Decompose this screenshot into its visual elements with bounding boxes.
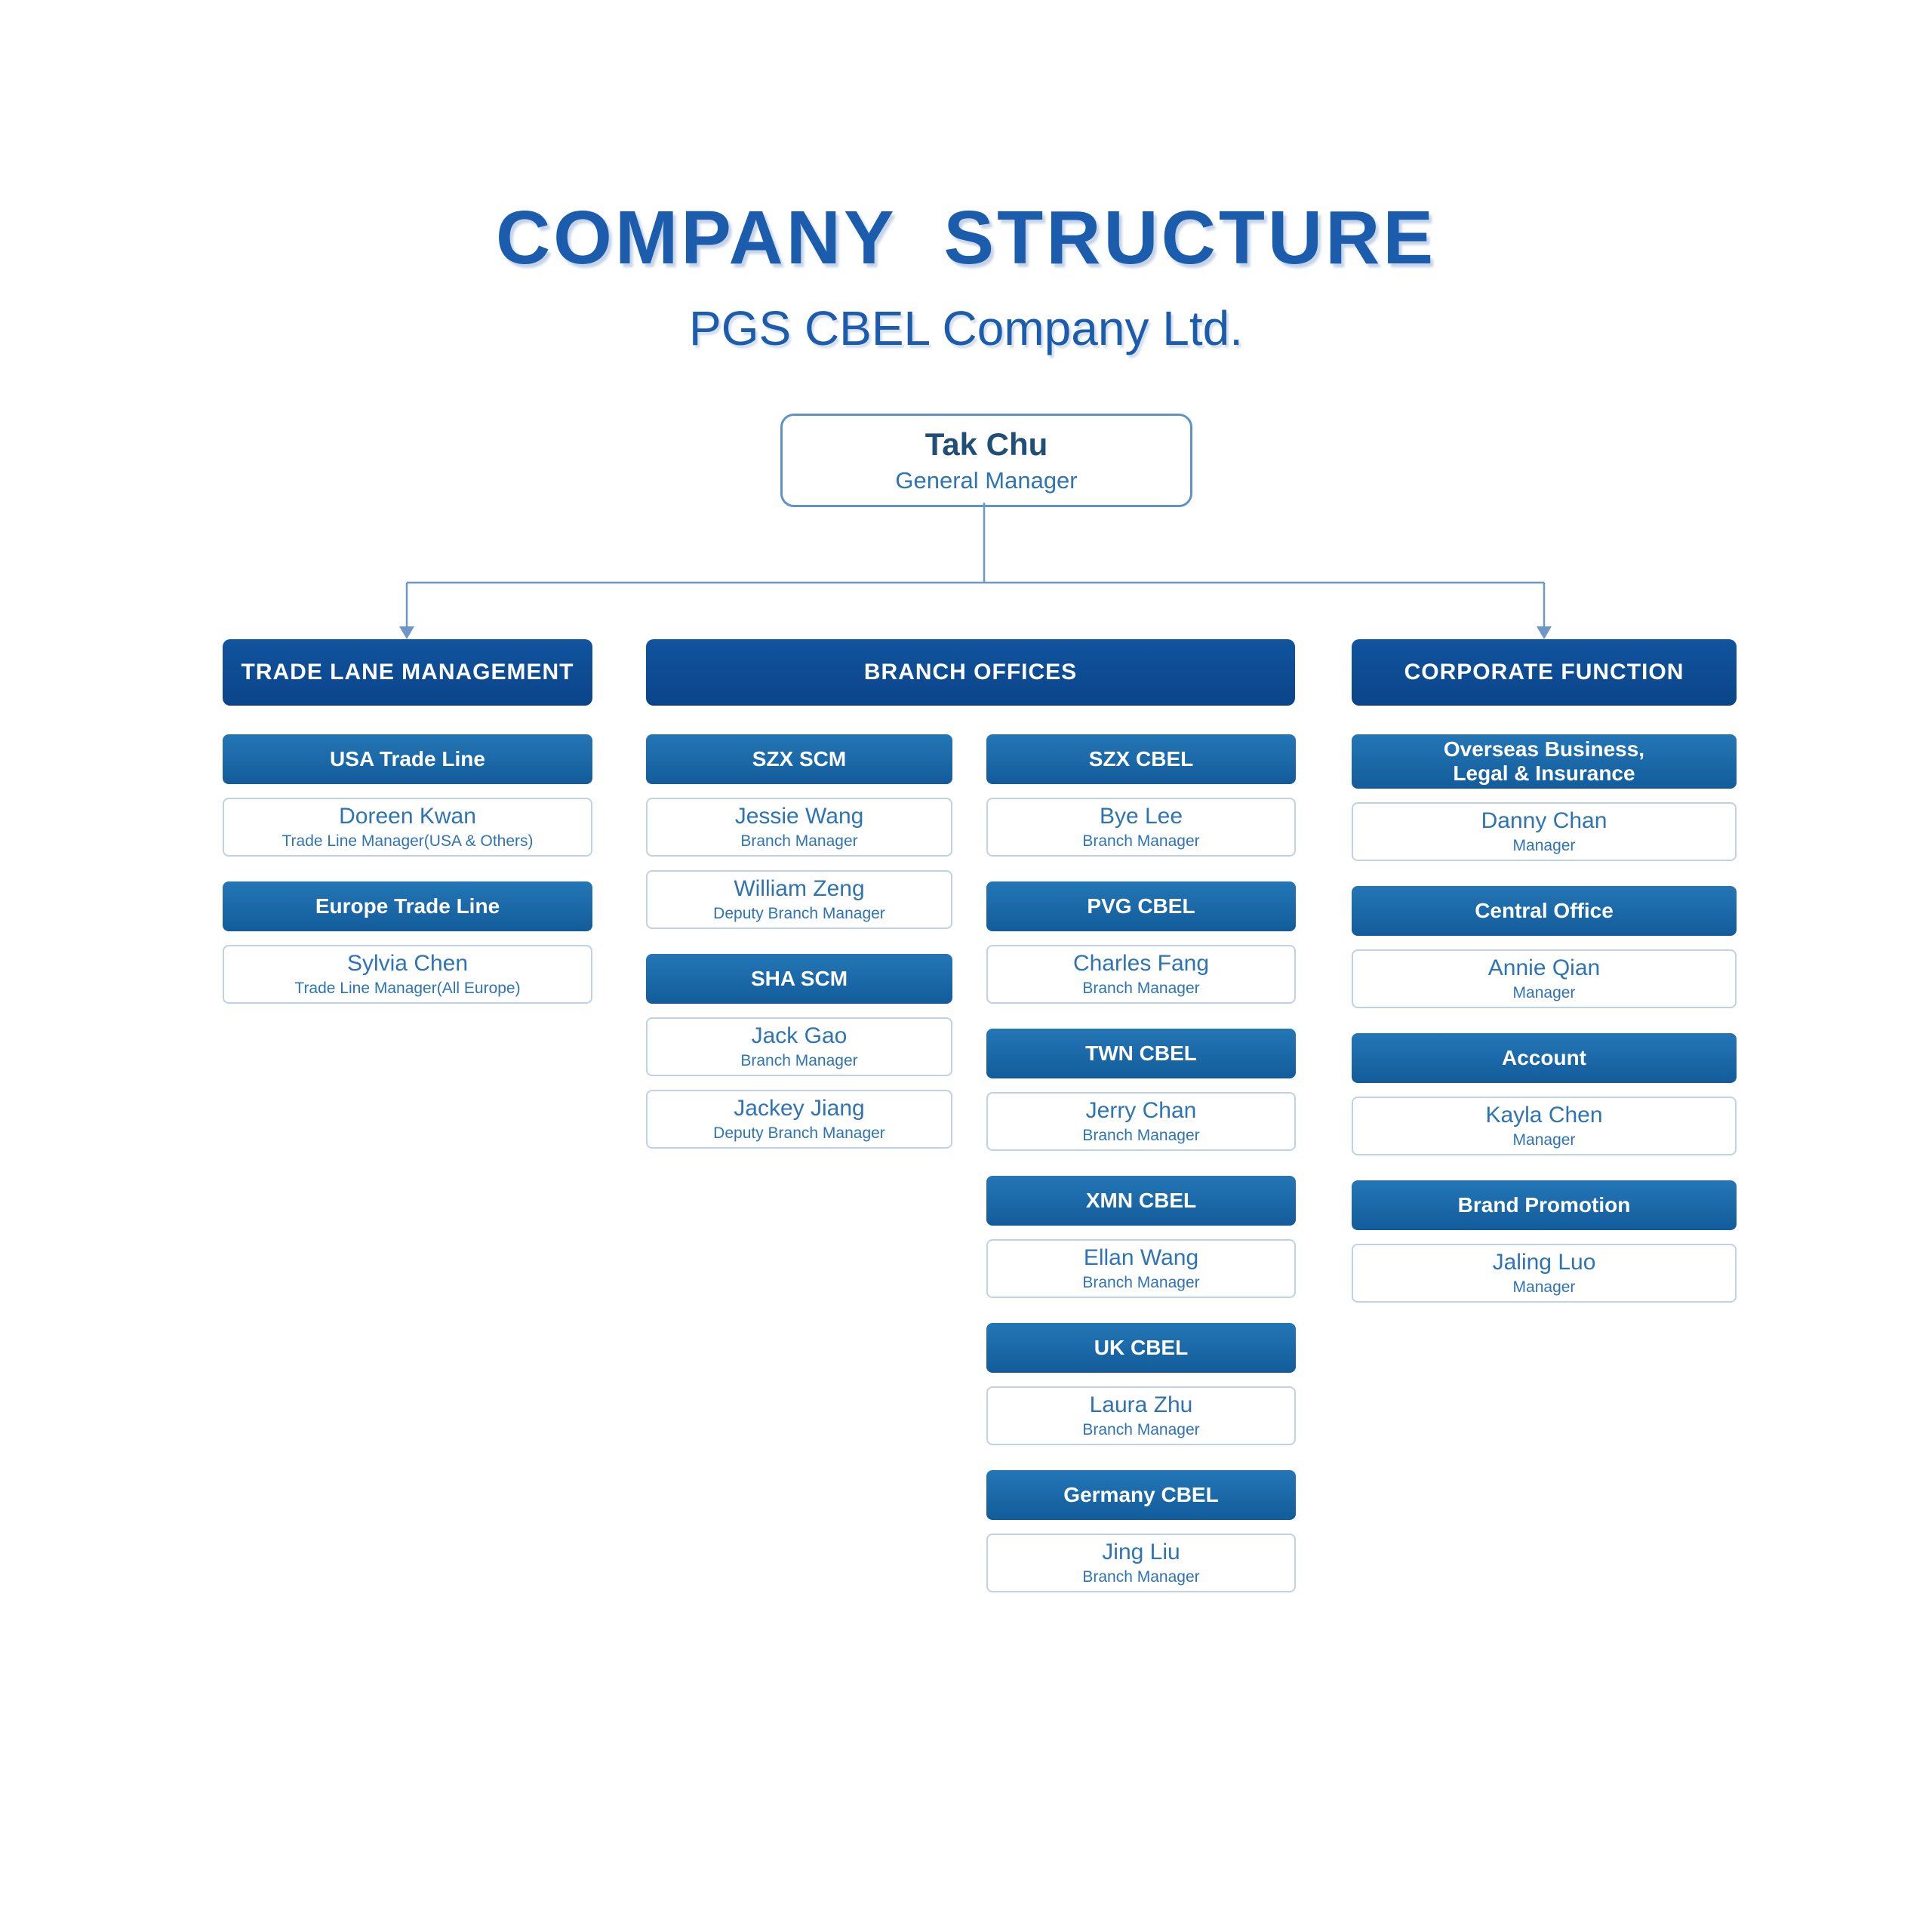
person-card-jerry-chan: Jerry Chan Branch Manager (986, 1092, 1296, 1151)
arrowhead-left (399, 626, 414, 639)
person-card-jing-liu: Jing Liu Branch Manager (986, 1534, 1296, 1592)
person-role: Branch Manager (740, 1052, 858, 1069)
dept-account: Account (1352, 1033, 1737, 1084)
root-node-general-manager: Tak Chu General Manager (780, 414, 1192, 507)
dept-germany-cbel: Germany CBEL (986, 1470, 1296, 1520)
person-role: Branch Manager (1082, 1274, 1200, 1291)
person-name: Jack Gao (751, 1023, 848, 1048)
column-branch-scm: SZX SCM Jessie Wang Branch Manager Willi… (646, 734, 952, 1149)
person-card-jackey-jiang: Jackey Jiang Deputy Branch Manager (646, 1090, 952, 1149)
section-header-trade-lane: TRADE LANE MANAGEMENT (223, 639, 592, 706)
person-role: Manager (1512, 1131, 1576, 1149)
person-name: Kayla Chen (1485, 1103, 1603, 1128)
dept-overseas-business-legal-insurance: Overseas Business, Legal & Insurance (1352, 734, 1737, 789)
person-card-sylvia-chen: Sylvia Chen Trade Line Manager(All Europ… (223, 945, 592, 1004)
section-header-branch-offices: BRANCH OFFICES (646, 639, 1295, 706)
person-name: Danny Chan (1481, 808, 1607, 834)
person-name: Ellan Wang (1083, 1245, 1199, 1270)
person-role: Branch Manager (1082, 832, 1200, 850)
person-role: Manager (1512, 1278, 1576, 1297)
person-name: William Zeng (734, 876, 865, 901)
dept-xmn-cbel: XMN CBEL (986, 1176, 1296, 1226)
person-role: Branch Manager (1082, 1421, 1200, 1438)
person-role: Deputy Branch Manager (713, 905, 885, 922)
person-role: Manager (1512, 984, 1576, 1002)
dept-uk-cbel: UK CBEL (986, 1323, 1296, 1373)
person-card-annie-qian: Annie Qian Manager (1352, 949, 1737, 1009)
arrowhead-right (1537, 626, 1552, 639)
person-card-charles-fang: Charles Fang Branch Manager (986, 945, 1296, 1004)
dept-europe-trade-line: Europe Trade Line (223, 881, 592, 931)
person-card-ellan-wang: Ellan Wang Branch Manager (986, 1239, 1296, 1298)
person-name: Jaling Luo (1492, 1250, 1596, 1275)
person-name: Annie Qian (1487, 955, 1601, 981)
person-role: Trade Line Manager(USA & Others) (281, 832, 534, 850)
person-card-doreen-kwan: Doreen Kwan Trade Line Manager(USA & Oth… (223, 798, 592, 857)
person-card-danny-chan: Danny Chan Manager (1352, 802, 1737, 862)
person-role: Branch Manager (1082, 980, 1200, 997)
dept-sha-scm: SHA SCM (646, 954, 952, 1004)
person-name: Charles Fang (1072, 951, 1210, 976)
dept-central-office: Central Office (1352, 886, 1737, 937)
root-role: General Manager (895, 467, 1078, 494)
column-trade-lane: USA Trade Line Doreen Kwan Trade Line Ma… (223, 734, 592, 1004)
dept-pvg-cbel: PVG CBEL (986, 881, 1296, 931)
person-card-jessie-wang: Jessie Wang Branch Manager (646, 798, 952, 857)
column-corporate: Overseas Business, Legal & Insurance Dan… (1352, 734, 1737, 1303)
page-title: COMPANY STRUCTURE (495, 195, 1437, 280)
person-name: Jerry Chan (1085, 1098, 1197, 1123)
person-role: Branch Manager (740, 832, 858, 850)
dept-brand-promotion: Brand Promotion (1352, 1180, 1737, 1231)
person-role: Branch Manager (1082, 1127, 1200, 1144)
person-name: Jackey Jiang (734, 1096, 865, 1121)
person-card-bye-lee: Bye Lee Branch Manager (986, 798, 1296, 857)
person-role: Deputy Branch Manager (713, 1124, 885, 1142)
person-name: Jessie Wang (734, 804, 864, 829)
page-subtitle: PGS CBEL Company Ltd. (689, 301, 1243, 355)
dept-usa-trade-line: USA Trade Line (223, 734, 592, 784)
person-card-jack-gao: Jack Gao Branch Manager (646, 1017, 952, 1076)
person-role: Branch Manager (1082, 1568, 1200, 1586)
person-role: Trade Line Manager(All Europe) (294, 980, 521, 997)
person-card-kayla-chen: Kayla Chen Manager (1352, 1097, 1737, 1156)
dept-szx-cbel: SZX CBEL (986, 734, 1296, 784)
person-name: Bye Lee (1099, 804, 1183, 829)
dept-szx-scm: SZX SCM (646, 734, 952, 784)
person-name: Jing Liu (1102, 1540, 1180, 1564)
column-branch-cbel: SZX CBEL Bye Lee Branch Manager PVG CBEL… (986, 734, 1296, 1592)
section-header-corporate: CORPORATE FUNCTION (1352, 639, 1737, 706)
root-name: Tak Chu (924, 426, 1048, 462)
person-card-william-zeng: William Zeng Deputy Branch Manager (646, 870, 952, 929)
person-card-jaling-luo: Jaling Luo Manager (1352, 1244, 1737, 1303)
person-name: Doreen Kwan (339, 804, 476, 829)
person-role: Manager (1512, 837, 1576, 855)
dept-twn-cbel: TWN CBEL (986, 1029, 1296, 1078)
person-name: Laura Zhu (1089, 1392, 1193, 1417)
person-card-laura-zhu: Laura Zhu Branch Manager (986, 1386, 1296, 1445)
person-name: Sylvia Chen (346, 951, 469, 976)
